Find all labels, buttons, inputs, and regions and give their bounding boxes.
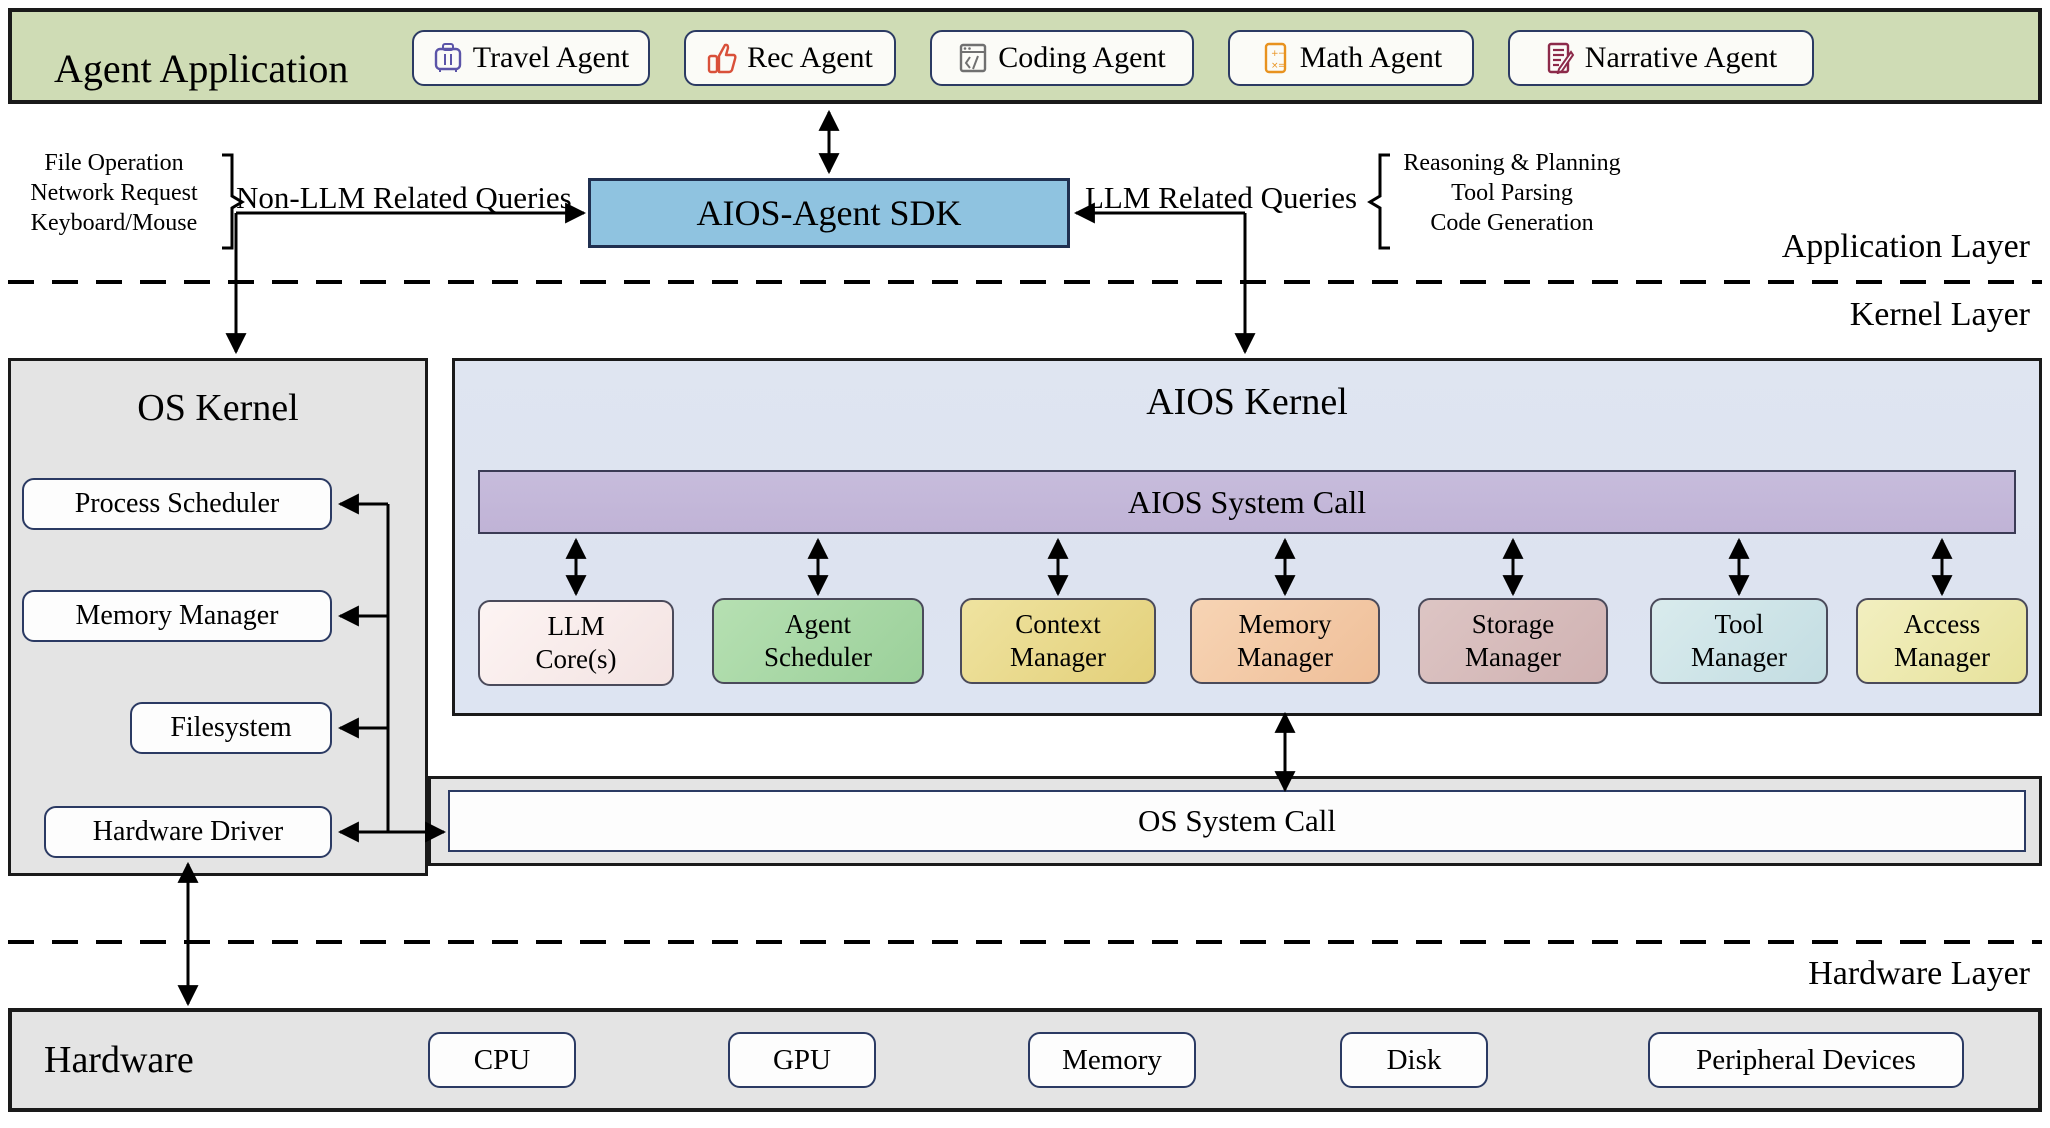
aios-kernel-title: AIOS Kernel bbox=[1146, 381, 1348, 423]
capability-item: Network Request bbox=[30, 180, 198, 206]
aios-module-agent-scheduler[interactable]: Agent Scheduler bbox=[712, 598, 924, 684]
module-line-1: Memory bbox=[1238, 609, 1332, 639]
agent-chip-label: Coding Agent bbox=[998, 41, 1166, 74]
code-window-icon bbox=[958, 42, 988, 74]
thumbs-up-icon bbox=[707, 42, 737, 74]
application-band: Agent Application Travel Agent bbox=[8, 8, 2042, 104]
module-line-1: LLM bbox=[547, 611, 605, 641]
os-module-process-scheduler[interactable]: Process Scheduler bbox=[22, 478, 332, 530]
llm-queries-label: LLM Related Queries bbox=[1085, 180, 1358, 215]
hardware-item-peripheral-devices[interactable]: Peripheral Devices bbox=[1648, 1032, 1964, 1088]
module-line-2: Manager bbox=[1691, 642, 1787, 672]
os-module-hardware-driver[interactable]: Hardware Driver bbox=[44, 806, 332, 858]
os-module-filesystem[interactable]: Filesystem bbox=[130, 702, 332, 754]
aios-module-llm-core[interactable]: LLM Core(s) bbox=[478, 600, 674, 686]
module-line-2: Manager bbox=[1894, 642, 1990, 672]
svg-text:×: × bbox=[1271, 61, 1279, 71]
os-system-call-box[interactable]: OS System Call bbox=[448, 790, 2026, 852]
agent-chip-label: Math Agent bbox=[1299, 41, 1443, 74]
hardware-item-gpu[interactable]: GPU bbox=[728, 1032, 876, 1088]
svg-text:−: − bbox=[1278, 49, 1286, 59]
aios-module-tool-manager[interactable]: Tool Manager bbox=[1650, 598, 1828, 684]
capability-item: Code Generation bbox=[1430, 210, 1594, 236]
agent-chip-narrative[interactable]: Narrative Agent bbox=[1508, 30, 1814, 86]
aios-module-context-manager[interactable]: Context Manager bbox=[960, 598, 1156, 684]
capability-item: Keyboard/Mouse bbox=[30, 210, 198, 236]
hardware-item-cpu[interactable]: CPU bbox=[428, 1032, 576, 1088]
module-line-1: Tool bbox=[1714, 609, 1764, 639]
module-line-2: Manager bbox=[1237, 642, 1333, 672]
aios-system-call-bar[interactable]: AIOS System Call bbox=[478, 470, 2016, 534]
document-pen-icon bbox=[1545, 42, 1575, 75]
aios-module-storage-manager[interactable]: Storage Manager bbox=[1418, 598, 1608, 684]
aios-agent-sdk-box[interactable]: AIOS-Agent SDK bbox=[588, 178, 1070, 248]
module-line-1: Storage bbox=[1471, 609, 1555, 639]
agent-chip-label: Rec Agent bbox=[747, 41, 873, 74]
capability-item: File Operation bbox=[44, 150, 184, 176]
hardware-item-disk[interactable]: Disk bbox=[1340, 1032, 1488, 1088]
module-line-2: Core(s) bbox=[535, 644, 617, 674]
agent-chip-coding[interactable]: Coding Agent bbox=[930, 30, 1194, 86]
application-layer-label: Application Layer bbox=[1781, 228, 2030, 265]
module-line-1: Context bbox=[1015, 609, 1101, 639]
agent-chip-math[interactable]: + − × = Math Agent bbox=[1228, 30, 1474, 86]
agent-chip-label: Travel Agent bbox=[472, 41, 630, 74]
module-line-2: Manager bbox=[1465, 642, 1561, 672]
aios-module-access-manager[interactable]: Access Manager bbox=[1856, 598, 2028, 684]
os-kernel-title: OS Kernel bbox=[137, 387, 299, 429]
hardware-band-title: Hardware bbox=[44, 1039, 194, 1081]
svg-text:+: + bbox=[1271, 49, 1279, 59]
capability-item: Reasoning & Planning bbox=[1403, 150, 1621, 176]
os-module-memory-manager[interactable]: Memory Manager bbox=[22, 590, 332, 642]
capability-item: Tool Parsing bbox=[1451, 180, 1573, 206]
llm-capability-list: Reasoning & Planning Tool Parsing Code G… bbox=[1382, 148, 1642, 238]
aios-module-memory-manager[interactable]: Memory Manager bbox=[1190, 598, 1380, 684]
non-llm-capability-list: File Operation Network Request Keyboard/… bbox=[14, 148, 214, 238]
hardware-layer-label: Hardware Layer bbox=[1808, 955, 2030, 992]
module-line-2: Scheduler bbox=[764, 642, 872, 672]
module-line-2: Manager bbox=[1010, 642, 1106, 672]
agent-chip-travel[interactable]: Travel Agent bbox=[412, 30, 650, 86]
suitcase-icon bbox=[433, 42, 463, 74]
application-band-title: Agent Application bbox=[54, 45, 349, 91]
agent-chip-rec[interactable]: Rec Agent bbox=[684, 30, 896, 86]
module-line-1: Agent bbox=[785, 609, 851, 639]
non-llm-queries-label: Non-LLM Related Queries bbox=[236, 180, 572, 215]
kernel-layer-label: Kernel Layer bbox=[1849, 296, 2030, 333]
calculator-icon: + − × = bbox=[1260, 42, 1290, 74]
svg-text:=: = bbox=[1278, 61, 1286, 71]
module-line-1: Access bbox=[1903, 609, 1981, 639]
hardware-item-memory[interactable]: Memory bbox=[1028, 1032, 1196, 1088]
agent-chip-label: Narrative Agent bbox=[1584, 41, 1778, 74]
